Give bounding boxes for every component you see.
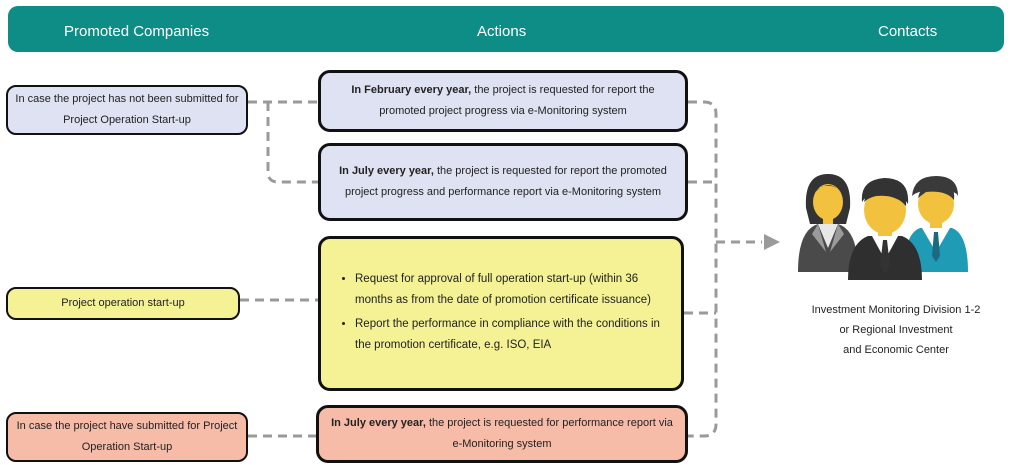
contact-caption: Investment Monitoring Division 1-2 or Re… <box>778 300 1012 360</box>
startup-bullet-list: Request for approval of full operation s… <box>339 269 671 359</box>
arrow-head-icon <box>764 234 780 250</box>
action-july-progress-text: In July every year, the project is reque… <box>339 165 667 198</box>
case-not-submitted-box: In case the project has not been submitt… <box>6 85 248 135</box>
action-february-text: In February every year, the project is r… <box>351 84 655 117</box>
header-promoted-companies: Promoted Companies <box>64 23 210 40</box>
action-july-progress-box: In July every year, the project is reque… <box>318 143 688 221</box>
header-bar: Promoted Companies Actions Contacts <box>8 6 1004 52</box>
header-actions: Actions <box>477 23 527 40</box>
operation-startup-text: Project operation start-up <box>61 297 185 309</box>
person-left-icon <box>798 174 858 272</box>
people-group-icon <box>798 174 968 280</box>
action-july-performance-box: In July every year, the project is reque… <box>316 405 688 463</box>
case-submitted-text: In case the project have submitted for P… <box>16 420 238 453</box>
case-submitted-box: In case the project have submitted for P… <box>6 412 248 462</box>
startup-bullet-item: Request for approval of full operation s… <box>355 269 671 311</box>
startup-bullet-item: Report the performance in compliance wit… <box>355 314 671 356</box>
action-july-performance-text: In July every year, the project is reque… <box>331 417 673 450</box>
header-contacts: Contacts <box>878 23 938 40</box>
case-not-submitted-text: In case the project has not been submitt… <box>15 93 239 126</box>
contact-caption-line: and Economic Center <box>843 344 949 356</box>
connector-not-submitted <box>248 100 318 184</box>
connector-right-bus <box>684 100 762 438</box>
action-february-box: In February every year, the project is r… <box>318 70 688 132</box>
contact-caption-line: or Regional Investment <box>839 324 953 336</box>
action-startup-box: Request for approval of full operation s… <box>318 236 684 391</box>
person-center-icon <box>848 178 922 280</box>
operation-startup-box: Project operation start-up <box>6 287 240 320</box>
contact-caption-line: Investment Monitoring Division 1-2 <box>811 304 981 316</box>
